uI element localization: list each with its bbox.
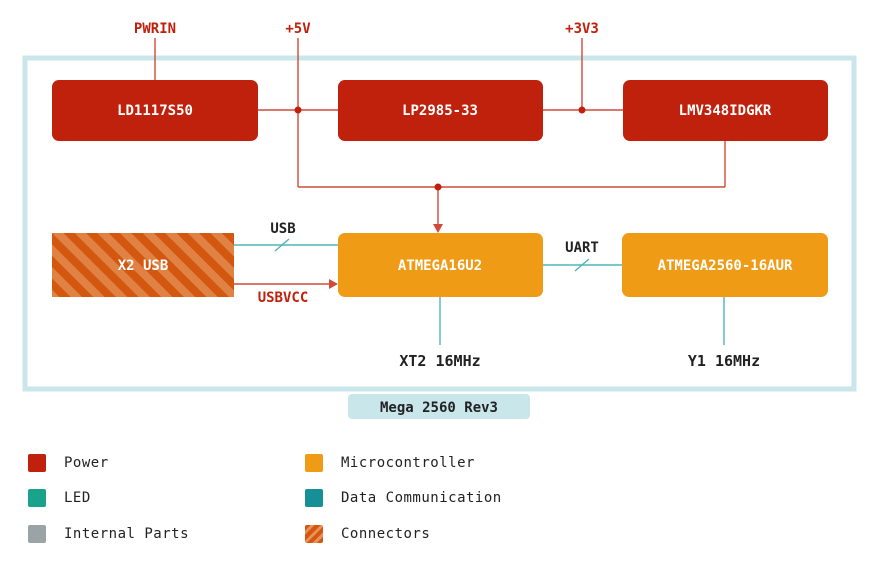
legend-swatch-power — [28, 454, 46, 472]
signal-uart-label: UART — [565, 240, 599, 256]
junction-5v — [294, 106, 302, 114]
usb-bus-tick — [274, 238, 290, 252]
legend-swatch-led — [28, 489, 46, 507]
legend-label-connectors: Connectors — [341, 526, 431, 542]
legend-swatch-connectors — [305, 525, 323, 543]
block-atmega16u2-label: ATMEGA16U2 — [398, 258, 482, 274]
junction-atmega-feed — [434, 183, 442, 191]
signal-usb-label: USB — [270, 221, 295, 237]
legend-label-power: Power — [64, 455, 109, 471]
block-x2-usb — [52, 233, 234, 297]
block-atmega2560-label: ATMEGA2560-16AUR — [658, 258, 793, 274]
block-lp2985-33-label: LP2985-33 — [402, 103, 478, 119]
legend-swatch-internal-parts — [28, 525, 46, 543]
rail-pwrin-label: PWRIN — [134, 21, 176, 37]
power-wires — [154, 38, 726, 285]
board-outline — [22, 55, 857, 392]
block-atmega16u2 — [338, 233, 543, 297]
board-name-label: Mega 2560 Rev3 — [380, 400, 498, 416]
legend-item-power: Power — [28, 451, 109, 475]
legend-item-internal-parts: Internal Parts — [28, 522, 189, 546]
legend-item-data-communication: Data Communication — [305, 486, 502, 510]
block-lp2985-33 — [338, 80, 543, 141]
arrow-5v-to-atmega16u2 — [433, 224, 443, 233]
legend-label-microcontroller: Microcontroller — [341, 455, 475, 471]
rail-3v3-label: +3V3 — [565, 21, 599, 37]
block-diagram: LD1117S50 LP2985-33 LMV348IDGKR X2 USB A… — [22, 21, 857, 419]
legend-item-microcontroller: Microcontroller — [305, 451, 475, 475]
legend: Power LED Internal Parts Microcontroller… — [28, 447, 628, 557]
legend-label-led: LED — [64, 490, 91, 506]
block-lmv348idgkr — [623, 80, 828, 141]
block-ld1117s50-label: LD1117S50 — [117, 103, 193, 119]
signal-usbvcc-label: USBVCC — [258, 290, 309, 306]
block-ld1117s50 — [52, 80, 258, 141]
legend-item-connectors: Connectors — [305, 522, 430, 546]
block-lmv348idgkr-label: LMV348IDGKR — [679, 103, 772, 119]
board-name-tag — [348, 394, 530, 419]
block-x2-usb-label: X2 USB — [118, 258, 169, 274]
rail-5v-label: +5V — [285, 21, 311, 37]
legend-swatch-microcontroller — [305, 454, 323, 472]
junction-3v3 — [578, 106, 586, 114]
block-atmega2560 — [622, 233, 828, 297]
crystal-y1-label: Y1 16MHz — [688, 352, 760, 370]
legend-swatch-data-communication — [305, 489, 323, 507]
legend-label-internal-parts: Internal Parts — [64, 526, 190, 542]
legend-item-led: LED — [28, 486, 91, 510]
uart-bus-tick — [574, 258, 590, 272]
crystal-xt2-label: XT2 16MHz — [399, 352, 480, 370]
arrow-usbvcc — [329, 279, 338, 289]
legend-label-data-communication: Data Communication — [341, 490, 502, 506]
